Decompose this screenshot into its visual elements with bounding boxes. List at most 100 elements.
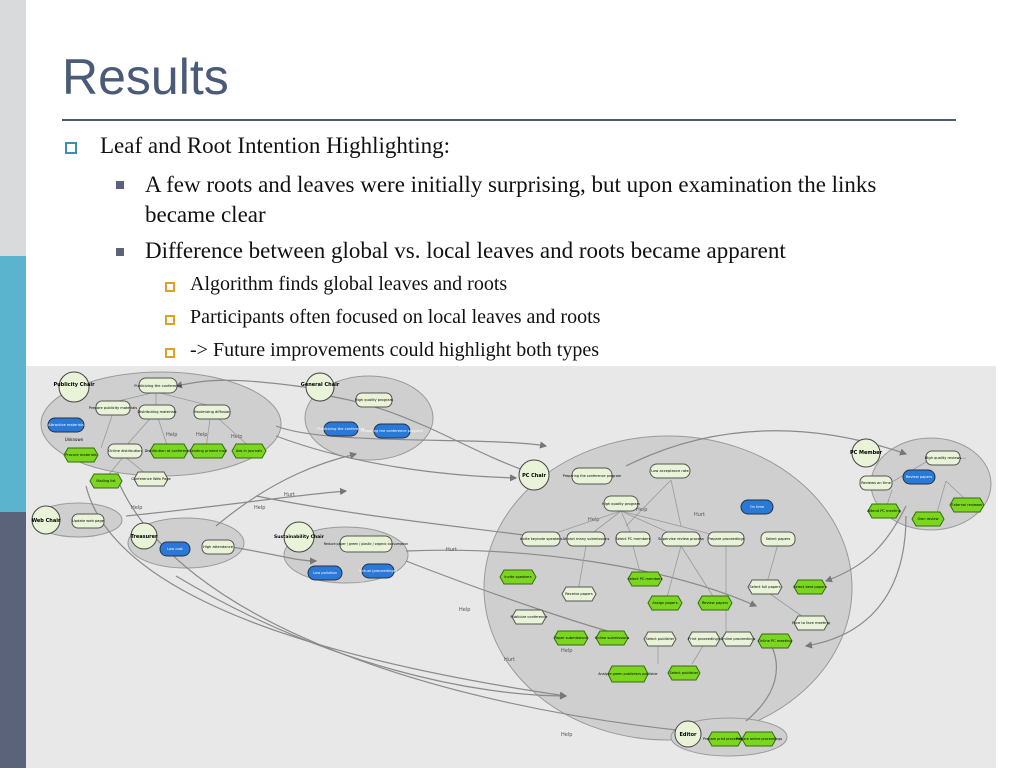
node-label: Review papers (702, 601, 728, 605)
node-label: Mailing list (96, 479, 116, 483)
bullet-future-improvements: -> Future improvements could highlight b… (190, 339, 600, 361)
node-label: Prepare proceedings (708, 537, 745, 541)
node-label: Ads in journals (236, 449, 262, 453)
node-label: Face to face meeting (792, 621, 830, 625)
node-label: Review papers (906, 475, 932, 479)
leaf-node (607, 665, 649, 683)
node-label: Own review (917, 517, 938, 521)
leaf-node (595, 630, 629, 646)
bullet-global-vs-local: Difference between global vs. local leav… (145, 238, 786, 263)
root-goal-node (323, 421, 359, 437)
root-goal-node (159, 541, 191, 557)
node-label: Online proceedings (721, 637, 756, 641)
leaf-node (231, 443, 267, 459)
node-label: Select best papers (793, 585, 827, 589)
help-label: Help (196, 432, 207, 438)
bullet-marker-level3 (165, 282, 175, 292)
actor-web-chair (31, 505, 61, 535)
goal-node (566, 531, 606, 547)
task-node (687, 631, 721, 647)
help-label: Help (459, 607, 470, 613)
goal-node (138, 404, 176, 420)
node-label: Select publisher (646, 637, 675, 641)
leaf-node (499, 569, 537, 585)
root-goal-node (361, 563, 395, 579)
goal-node (615, 531, 651, 547)
root-goal-node (902, 469, 936, 485)
bullet-leaf-root-highlighting: Leaf and Root Intention Highlighting: (100, 133, 451, 158)
actor-pc-member (851, 438, 881, 468)
root-goal-node (740, 499, 774, 515)
node-label: Attractive materials (48, 423, 84, 427)
leaf-node (707, 731, 743, 747)
node-label: Invite keynote speakers (520, 537, 563, 541)
node-label: Preparing the conference program (563, 474, 622, 478)
bullet-roots-leaves-surprising: A few roots and leaves were initially su… (145, 172, 877, 227)
root-goal-node (373, 423, 411, 439)
goal-node (71, 513, 105, 529)
leaf-node (911, 511, 945, 527)
goal-model-diagram: Help Help Help Hurt Help Help Hurt Help … (26, 366, 996, 768)
goal-node (339, 535, 393, 553)
node-label: Receive papers (565, 592, 593, 596)
root-goal-node (47, 417, 85, 433)
help-label: Help (231, 434, 242, 440)
node-label: Maximizing diffusion (194, 410, 231, 414)
goal-node (649, 463, 691, 479)
leaf-node (63, 447, 99, 463)
sidebar-band-gray (0, 0, 26, 256)
title-underline (62, 119, 956, 121)
help-label: Help (131, 505, 142, 511)
node-label: Sending printed mail (189, 449, 227, 453)
node-label: Select full papers (749, 585, 780, 589)
actor-general-chair (305, 372, 335, 402)
node-label: Assign papers (652, 601, 677, 605)
goal-node (707, 531, 745, 547)
node-label: Analyze green publishers publisher (598, 672, 658, 676)
node-label: Reviews on time (861, 481, 891, 485)
bullet-marker-level3 (165, 315, 175, 325)
bullet-algorithm-global: Algorithm finds global leaves and roots (190, 273, 508, 295)
bullet-marker-level1 (65, 142, 77, 154)
node-label: Publicizing the conference (317, 427, 365, 431)
bullet-participants-local: Participants often focused on local leav… (190, 306, 601, 328)
node-label: On time (750, 505, 765, 509)
node-label: Print proceedings (688, 637, 720, 641)
actor-sustainability-chair (283, 521, 315, 553)
actor-treasurer (130, 522, 158, 550)
node-label: Select PC members (627, 577, 662, 581)
leaf-node (189, 443, 227, 459)
leaf-node (949, 497, 985, 513)
actor-label: Web Chair (32, 518, 61, 524)
goal-node (107, 443, 143, 459)
node-label: Paper submissions (554, 636, 587, 640)
hurt-label: Hurt (284, 492, 295, 498)
node-label: Reduce paper / green / plastic / organic… (324, 542, 408, 546)
leaf-node (627, 571, 663, 587)
actor-label: Sustainability Chair (274, 534, 325, 540)
hurt-label: Hurt (694, 512, 705, 518)
node-label: Attract many submissions (563, 537, 610, 541)
actor-label: Treasurer (131, 534, 158, 540)
node-label: Select papers (766, 537, 791, 541)
node-label: Publicizing the conference (134, 384, 182, 388)
node-label: High attendance (203, 545, 234, 549)
node-label: High quality program (355, 398, 394, 402)
leaf-node (667, 665, 701, 681)
goal-node (193, 404, 231, 420)
leaf-node (697, 595, 733, 611)
task-node (721, 631, 755, 647)
help-label: Help (561, 732, 572, 738)
node-label: Attend PC meeting (867, 509, 901, 513)
actor-label: General Chair (301, 382, 340, 388)
node-label: Supervise review process (658, 537, 704, 541)
leaf-node (757, 633, 793, 649)
goal-node (138, 377, 178, 394)
actor-editor (674, 720, 702, 748)
goal-node (661, 531, 701, 547)
bullet-marker-level3 (165, 348, 175, 358)
leaf-node (149, 443, 189, 459)
task-node (561, 586, 597, 602)
node-label: Virtual (proceedings) (359, 569, 397, 573)
goal-node (603, 495, 639, 512)
